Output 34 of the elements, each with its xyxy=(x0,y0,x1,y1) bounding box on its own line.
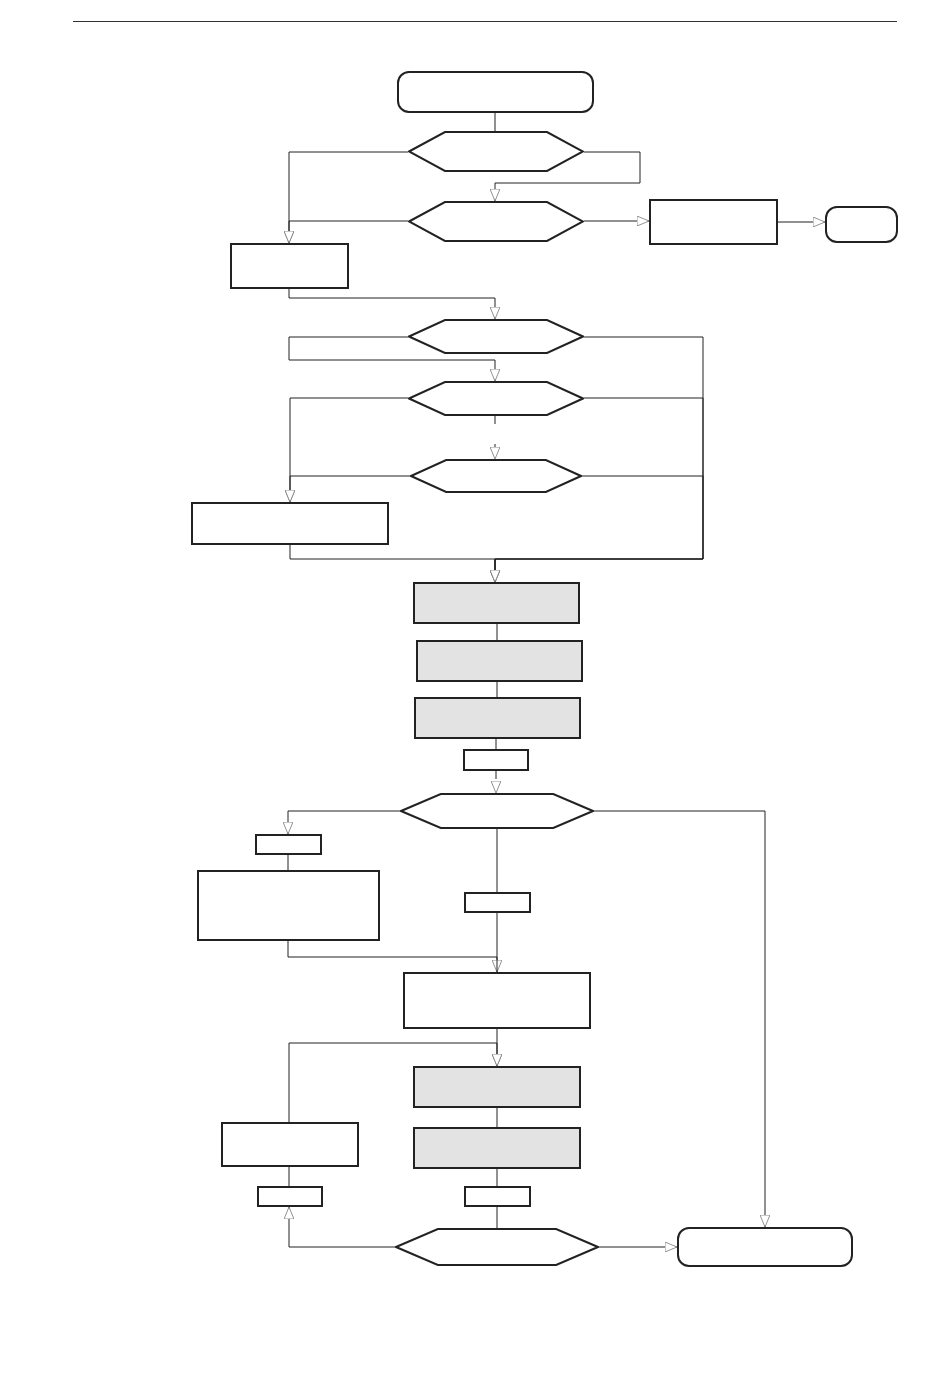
terminal-box xyxy=(397,71,594,113)
process-box xyxy=(416,640,583,682)
process-box xyxy=(257,1186,323,1207)
connector-arrow xyxy=(583,215,650,227)
process-box xyxy=(255,834,322,855)
process-box xyxy=(414,697,581,739)
connector-arrow xyxy=(598,1241,678,1253)
process-box xyxy=(464,1186,531,1207)
process-box xyxy=(191,502,389,545)
process-box xyxy=(413,1066,581,1108)
process-box xyxy=(649,199,778,245)
connector-arrow xyxy=(593,810,771,1228)
connector-arrow xyxy=(288,1042,503,1123)
connector-arrow xyxy=(288,336,501,382)
connector-arrow xyxy=(283,1206,396,1248)
connector-arrow xyxy=(489,415,501,460)
process-box xyxy=(413,582,580,624)
process-box xyxy=(221,1122,359,1167)
connector-arrow xyxy=(284,475,411,503)
process-box xyxy=(464,892,531,913)
connector-arrow xyxy=(489,151,641,202)
connector-arrow xyxy=(777,216,826,228)
connector-arrow xyxy=(283,220,409,244)
terminal-box xyxy=(825,206,898,243)
process-box xyxy=(197,870,380,941)
process-box xyxy=(463,749,529,771)
process-box xyxy=(403,972,591,1029)
connector-arrow xyxy=(282,810,401,835)
process-box xyxy=(413,1127,581,1169)
process-box xyxy=(230,243,349,289)
connector-arrow xyxy=(289,544,501,583)
terminal-box xyxy=(677,1227,853,1267)
connector-arrow xyxy=(490,770,502,794)
connector-arrow xyxy=(288,288,501,320)
